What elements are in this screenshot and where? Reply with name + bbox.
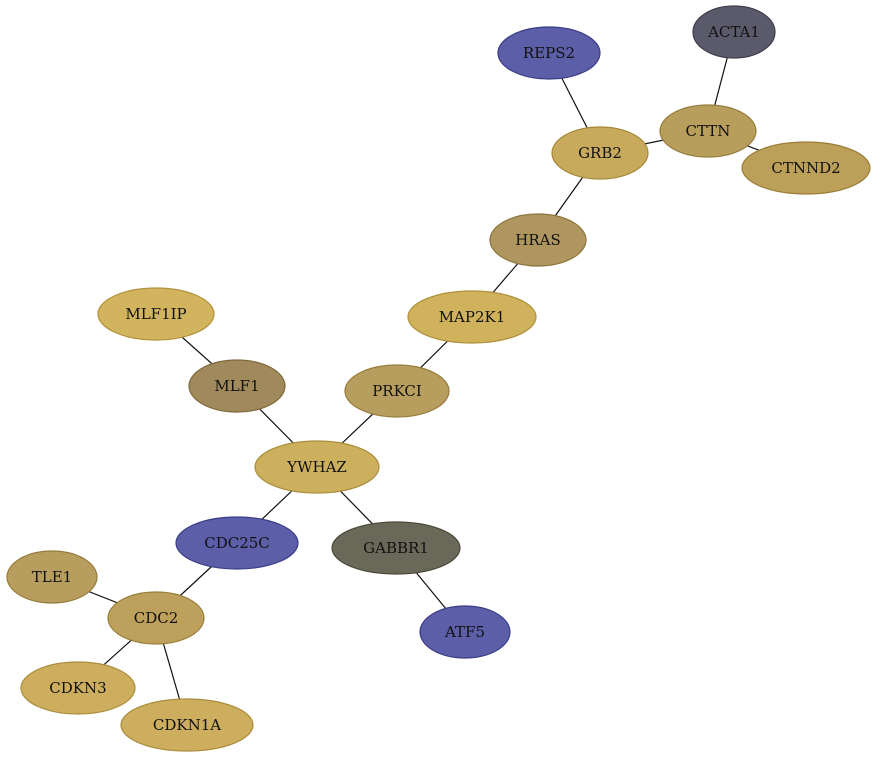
node-map2k1[interactable]: MAP2K1 xyxy=(407,290,537,344)
node-label-cdc25c: CDC25C xyxy=(204,534,270,552)
node-label-ctnnd2: CTNND2 xyxy=(771,159,840,177)
node-ellipse-cdkn1a[interactable] xyxy=(120,698,254,752)
node-label-cdkn3: CDKN3 xyxy=(49,679,106,697)
node-ellipse-map2k1[interactable] xyxy=(407,290,537,344)
node-label-acta1: ACTA1 xyxy=(707,23,760,41)
node-label-cttn: CTTN xyxy=(686,122,731,140)
node-reps2[interactable]: REPS2 xyxy=(497,26,601,80)
node-ellipse-mlf1[interactable] xyxy=(188,359,286,413)
node-label-cdkn1a: CDKN1A xyxy=(153,716,221,734)
node-acta1[interactable]: ACTA1 xyxy=(692,5,776,59)
node-label-tle1: TLE1 xyxy=(32,568,72,586)
node-cdkn1a[interactable]: CDKN1A xyxy=(120,698,254,752)
node-ellipse-cdc25c[interactable] xyxy=(175,516,299,570)
node-ellipse-cttn[interactable] xyxy=(659,104,757,158)
node-ellipse-cdkn3[interactable] xyxy=(20,661,136,715)
node-ywhaz[interactable]: YWHAZ xyxy=(254,440,380,494)
node-gabbr1[interactable]: GABBR1 xyxy=(331,521,461,575)
node-cttn[interactable]: CTTN xyxy=(659,104,757,158)
node-label-map2k1: MAP2K1 xyxy=(439,308,506,326)
node-mlf1ip[interactable]: MLF1IP xyxy=(97,287,215,341)
node-ellipse-atf5[interactable] xyxy=(419,605,511,659)
node-ellipse-grb2[interactable] xyxy=(551,126,649,180)
node-label-hras: HRAS xyxy=(515,231,560,249)
node-prkci[interactable]: PRKCI xyxy=(344,364,450,418)
node-label-mlf1ip: MLF1IP xyxy=(125,305,186,323)
node-cdc2[interactable]: CDC2 xyxy=(107,591,205,645)
node-hras[interactable]: HRAS xyxy=(489,213,587,267)
node-label-prkci: PRKCI xyxy=(372,382,422,400)
node-ellipse-prkci[interactable] xyxy=(344,364,450,418)
node-mlf1[interactable]: MLF1 xyxy=(188,359,286,413)
node-cdkn3[interactable]: CDKN3 xyxy=(20,661,136,715)
node-label-mlf1: MLF1 xyxy=(214,377,259,395)
node-ellipse-ywhaz[interactable] xyxy=(254,440,380,494)
node-ellipse-reps2[interactable] xyxy=(497,26,601,80)
node-label-cdc2: CDC2 xyxy=(134,609,179,627)
node-label-atf5: ATF5 xyxy=(444,623,485,641)
node-ctnnd2[interactable]: CTNND2 xyxy=(741,141,871,195)
node-label-gabbr1: GABBR1 xyxy=(363,539,429,557)
node-ellipse-acta1[interactable] xyxy=(692,5,776,59)
node-ellipse-hras[interactable] xyxy=(489,213,587,267)
node-ellipse-ctnnd2[interactable] xyxy=(741,141,871,195)
node-cdc25c[interactable]: CDC25C xyxy=(175,516,299,570)
node-ellipse-mlf1ip[interactable] xyxy=(97,287,215,341)
node-ellipse-tle1[interactable] xyxy=(6,550,98,604)
node-label-ywhaz: YWHAZ xyxy=(286,458,347,476)
node-tle1[interactable]: TLE1 xyxy=(6,550,98,604)
node-grb2[interactable]: GRB2 xyxy=(551,126,649,180)
node-ellipse-gabbr1[interactable] xyxy=(331,521,461,575)
node-label-reps2: REPS2 xyxy=(523,44,575,62)
node-ellipse-cdc2[interactable] xyxy=(107,591,205,645)
node-atf5[interactable]: ATF5 xyxy=(419,605,511,659)
node-label-grb2: GRB2 xyxy=(578,144,622,162)
